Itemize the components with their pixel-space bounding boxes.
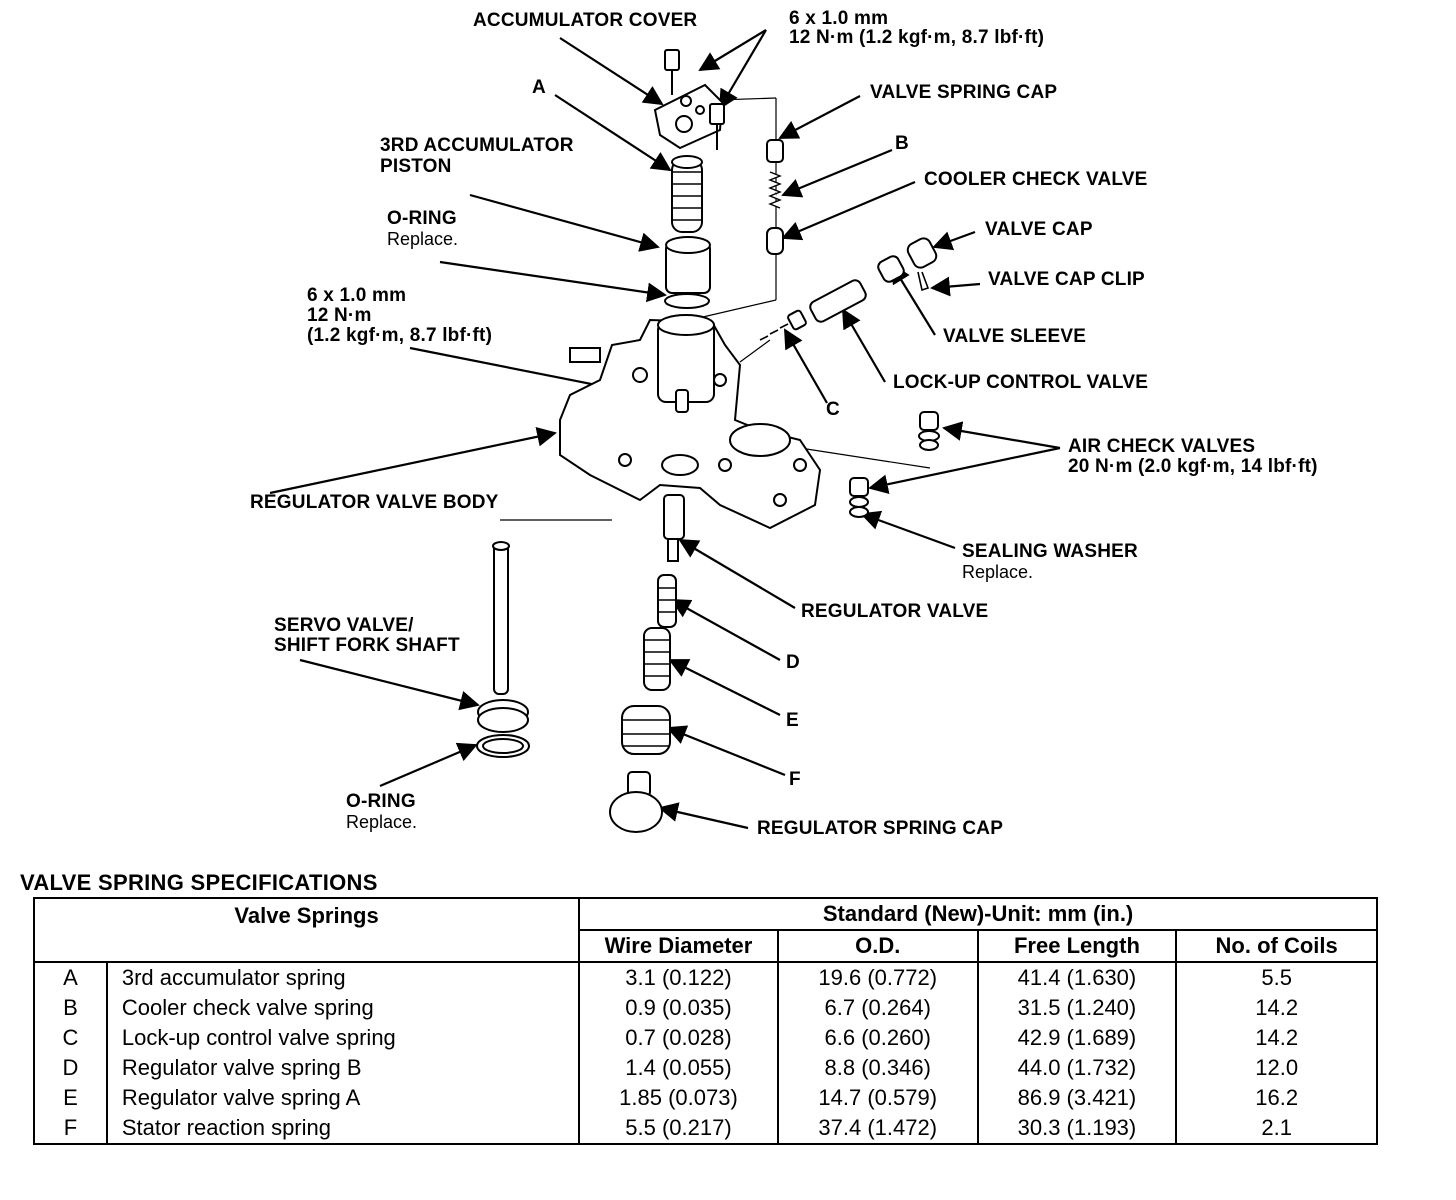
row-spring-name: Cooler check valve spring xyxy=(106,993,581,1023)
label-oring-bottom: O-RING xyxy=(346,791,416,812)
label-sealing-washer-replace: Replace. xyxy=(962,562,1034,582)
row-free-length: 41.4 (1.630) xyxy=(977,962,1178,993)
spec-table-title: VALVE SPRING SPECIFICATIONS xyxy=(20,870,378,895)
row-wire-diameter: 0.9 (0.035) xyxy=(579,993,779,1023)
label-oring-bottom-replace: Replace. xyxy=(346,812,418,832)
row-free-length: 30.3 (1.193) xyxy=(977,1113,1178,1145)
row-no-of-coils: 5.5 xyxy=(1176,962,1378,993)
row-od: 8.8 (0.346) xyxy=(777,1053,979,1083)
row-no-of-coils: 16.2 xyxy=(1176,1083,1378,1113)
row-no-of-coils: 12.0 xyxy=(1176,1053,1378,1083)
label-3rd-accumulator-piston-line2: PISTON xyxy=(380,156,452,177)
label-bolt-mid-torque-alt: (1.2 kgf·m, 8.7 lbf·ft) xyxy=(307,325,493,346)
label-bolt-mid-size: 6 x 1.0 mm xyxy=(307,285,407,306)
row-no-of-coils: 2.1 xyxy=(1176,1113,1378,1145)
row-od: 14.7 (0.579) xyxy=(777,1083,979,1113)
row-key: C xyxy=(33,1023,108,1053)
row-key: B xyxy=(33,993,108,1023)
row-key: E xyxy=(33,1083,108,1113)
row-od: 6.6 (0.260) xyxy=(777,1023,979,1053)
row-spring-name: Lock-up control valve spring xyxy=(106,1023,581,1053)
header-wire-diameter: Wire Diameter xyxy=(579,930,779,963)
row-spring-name: Stator reaction spring xyxy=(106,1113,581,1145)
label-callout-e: E xyxy=(786,710,799,731)
row-key: D xyxy=(33,1053,108,1083)
row-wire-diameter: 3.1 (0.122) xyxy=(579,962,779,993)
label-air-check-valves-torque: 20 N·m (2.0 kgf·m, 14 lbf·ft) xyxy=(1068,456,1318,477)
row-no-of-coils: 14.2 xyxy=(1176,1023,1378,1053)
label-valve-spring-cap: VALVE SPRING CAP xyxy=(870,82,1058,103)
header-free-length: Free Length xyxy=(977,930,1178,963)
row-free-length: 42.9 (1.689) xyxy=(977,1023,1178,1053)
row-wire-diameter: 1.4 (0.055) xyxy=(579,1053,779,1083)
row-spring-name: Regulator valve spring A xyxy=(106,1083,581,1113)
row-spring-name: Regulator valve spring B xyxy=(106,1053,581,1083)
label-callout-a: A xyxy=(532,77,546,98)
label-callout-f: F xyxy=(789,769,801,790)
label-oring-top-replace: Replace. xyxy=(387,229,459,249)
row-no-of-coils: 14.2 xyxy=(1176,993,1378,1023)
row-free-length: 31.5 (1.240) xyxy=(977,993,1178,1023)
row-od: 19.6 (0.772) xyxy=(777,962,979,993)
row-od: 37.4 (1.472) xyxy=(777,1113,979,1145)
label-shift-fork-shaft: SHIFT FORK SHAFT xyxy=(274,635,460,656)
valve-spring-spec-table: Valve Springs Standard (New)-Unit: mm (i… xyxy=(32,897,1378,1145)
row-spring-name: 3rd accumulator spring xyxy=(106,962,581,993)
row-key: A xyxy=(33,962,108,993)
row-wire-diameter: 1.85 (0.073) xyxy=(579,1083,779,1113)
label-valve-cap: VALVE CAP xyxy=(985,219,1093,240)
label-servo-valve: SERVO VALVE/ xyxy=(274,615,414,636)
label-valve-cap-clip: VALVE CAP CLIP xyxy=(988,269,1145,290)
row-wire-diameter: 0.7 (0.028) xyxy=(579,1023,779,1053)
label-3rd-accumulator-piston-line1: 3RD ACCUMULATOR xyxy=(380,135,574,156)
row-od: 6.7 (0.264) xyxy=(777,993,979,1023)
header-od: O.D. xyxy=(777,930,979,963)
label-regulator-valve-body: REGULATOR VALVE BODY xyxy=(250,492,499,513)
label-bolt-top-size: 6 x 1.0 mm xyxy=(789,8,889,29)
label-callout-c: C xyxy=(826,399,840,420)
row-key: F xyxy=(33,1113,108,1145)
exploded-view-diagram xyxy=(269,29,1061,833)
label-accumulator-cover: ACCUMULATOR COVER xyxy=(473,10,698,31)
label-regulator-valve: REGULATOR VALVE xyxy=(801,601,989,622)
label-oring-top: O-RING xyxy=(387,208,457,229)
header-no-of-coils: No. of Coils xyxy=(1176,930,1378,963)
label-bolt-top-torque: 12 N·m (1.2 kgf·m, 8.7 lbf·ft) xyxy=(789,27,1045,48)
label-air-check-valves: AIR CHECK VALVES xyxy=(1068,436,1256,457)
label-callout-d: D xyxy=(786,652,800,673)
label-regulator-spring-cap: REGULATOR SPRING CAP xyxy=(757,818,1004,839)
label-cooler-check-valve: COOLER CHECK VALVE xyxy=(924,169,1148,190)
label-valve-sleeve: VALVE SLEEVE xyxy=(943,326,1087,347)
label-sealing-washer: SEALING WASHER xyxy=(962,541,1138,562)
label-lockup-control-valve: LOCK-UP CONTROL VALVE xyxy=(893,372,1149,393)
header-valve-springs: Valve Springs xyxy=(32,897,581,963)
label-callout-b: B xyxy=(895,133,909,154)
row-free-length: 86.9 (3.421) xyxy=(977,1083,1178,1113)
row-free-length: 44.0 (1.732) xyxy=(977,1053,1178,1083)
header-standard: Standard (New)-Unit: mm (in.) xyxy=(579,897,1378,931)
label-bolt-mid-torque: 12 N·m xyxy=(307,305,372,326)
row-wire-diameter: 5.5 (0.217) xyxy=(579,1113,779,1145)
